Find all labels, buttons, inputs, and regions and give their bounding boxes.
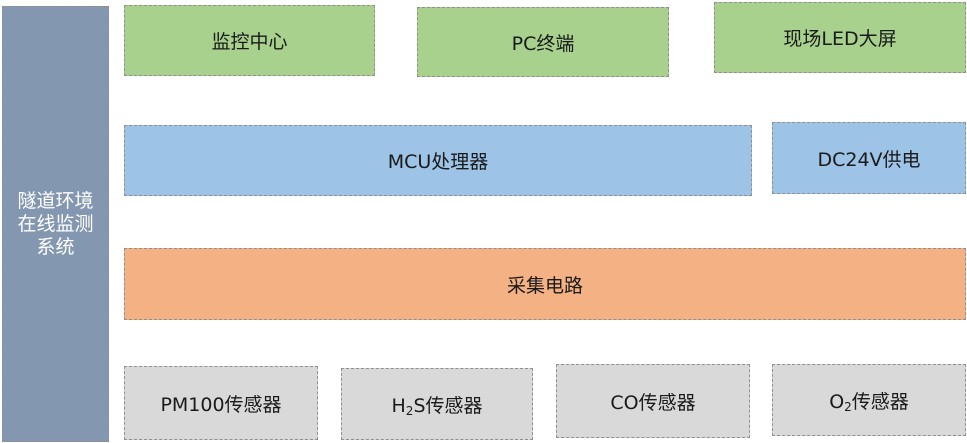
h2s-prefix: H [391, 394, 406, 417]
h2s-subscript: 2 [405, 403, 414, 418]
mcu-processor-box: MCU处理器 [124, 125, 752, 196]
o2-subscript: 2 [844, 399, 852, 414]
system-label-line-2: 在线监测 [17, 212, 94, 235]
pm100-sensor-label: PM100传感器 [160, 393, 282, 416]
system-label-line-3: 系统 [36, 235, 75, 258]
o2-sensor-label: O2传感器 [829, 387, 909, 414]
monitoring-center-box: 监控中心 [124, 5, 375, 76]
co-sensor-label: CO传感器 [610, 391, 696, 414]
led-screen-label: 现场LED大屏 [783, 28, 897, 50]
pm100-sensor-box: PM100传感器 [124, 366, 318, 440]
o2-prefix: O [829, 390, 845, 413]
h2s-sensor-box: H2S传感器 [341, 368, 533, 440]
co-sensor-box: CO传感器 [556, 364, 750, 438]
monitoring-center-label: 监控中心 [211, 31, 288, 53]
pc-terminal-box: PC终端 [417, 7, 669, 77]
h2s-sensor-label: H2S传感器 [392, 391, 483, 418]
power-supply-box: DC24V供电 [772, 122, 966, 194]
acquisition-circuit-box: 采集电路 [124, 248, 966, 320]
system-box: 隧道环境 在线监测 系统 [2, 6, 109, 442]
acquisition-circuit-label: 采集电路 [506, 274, 583, 297]
mcu-processor-label: MCU处理器 [387, 151, 489, 173]
pc-terminal-label: PC终端 [511, 32, 575, 55]
led-screen-box: 现场LED大屏 [714, 2, 966, 73]
o2-suffix: 传感器 [851, 390, 909, 413]
system-label-line-1: 隧道环境 [17, 189, 94, 212]
h2s-suffix: S传感器 [413, 394, 483, 417]
o2-sensor-box: O2传感器 [772, 364, 966, 436]
power-supply-label: DC24V供电 [817, 148, 921, 171]
